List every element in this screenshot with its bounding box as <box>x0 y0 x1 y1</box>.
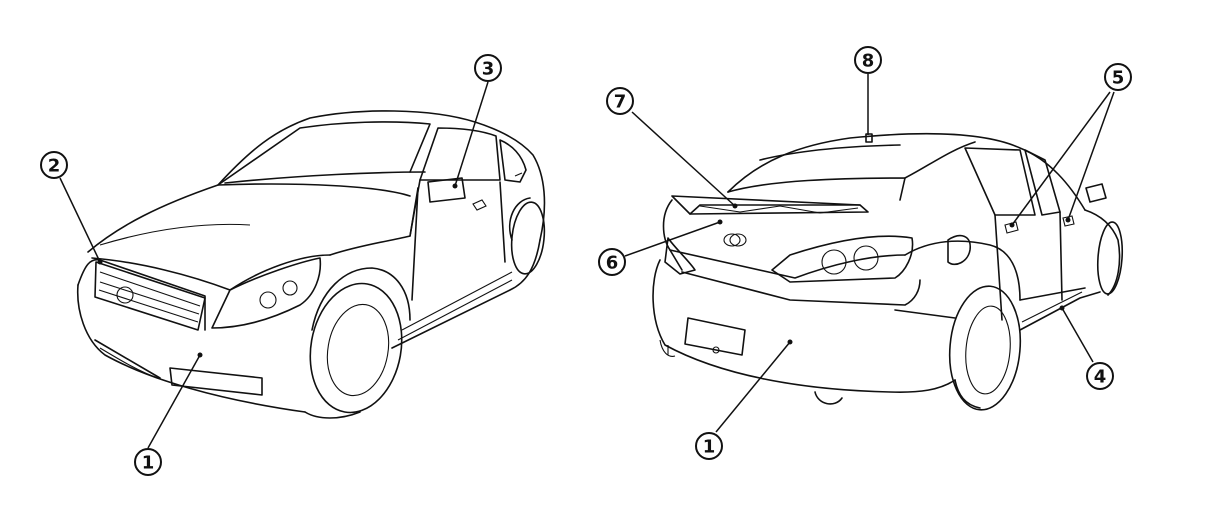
leader-rear-5a-dot <box>1009 222 1015 228</box>
callout-rear-7-label: 7 <box>614 92 627 113</box>
leader-lines <box>59 74 1115 449</box>
callout-front-3-label: 3 <box>482 59 495 80</box>
callout-rear-8-label: 8 <box>862 51 875 72</box>
callout-rear-8: 8 <box>854 46 882 74</box>
callout-rear-1-label: 1 <box>703 437 716 458</box>
callout-front-2-label: 2 <box>48 156 61 177</box>
callout-rear-6: 6 <box>598 248 626 276</box>
leader-front-2-dot <box>97 259 103 265</box>
leader-front-2 <box>59 177 101 263</box>
leader-rear-4 <box>1061 307 1094 363</box>
leader-front-3-dot <box>452 183 458 189</box>
rear-car-illustration <box>652 132 1124 411</box>
callout-rear-5-label: 5 <box>1112 68 1125 89</box>
leader-rear-7-dot <box>732 203 738 209</box>
leader-rear-5b <box>1067 91 1115 221</box>
callout-rear-1: 1 <box>695 432 723 460</box>
callout-rear-4-label: 4 <box>1094 367 1107 388</box>
leader-rear-5b-dot <box>1065 217 1071 223</box>
leader-rear-1-dot <box>787 339 793 345</box>
leader-front-1 <box>147 354 201 449</box>
callout-front-2: 2 <box>40 151 68 179</box>
callout-front-1: 1 <box>134 448 162 476</box>
front-car-illustration <box>76 110 546 419</box>
leader-rear-4-dot <box>1059 305 1065 311</box>
callout-rear-5: 5 <box>1104 63 1132 91</box>
leader-rear-6-dot <box>717 219 723 225</box>
leader-rear-5a <box>1011 91 1111 226</box>
callout-front-1-label: 1 <box>142 453 155 474</box>
callout-rear-7: 7 <box>606 87 634 115</box>
callout-front-3: 3 <box>474 54 502 82</box>
callout-rear-4: 4 <box>1086 362 1114 390</box>
leader-rear-1 <box>715 341 791 433</box>
leader-rear-7 <box>631 111 736 207</box>
leader-rear-6 <box>624 221 721 257</box>
leader-front-1-dot <box>197 352 203 358</box>
leader-front-3 <box>454 81 489 187</box>
callout-rear-6-label: 6 <box>606 253 619 274</box>
